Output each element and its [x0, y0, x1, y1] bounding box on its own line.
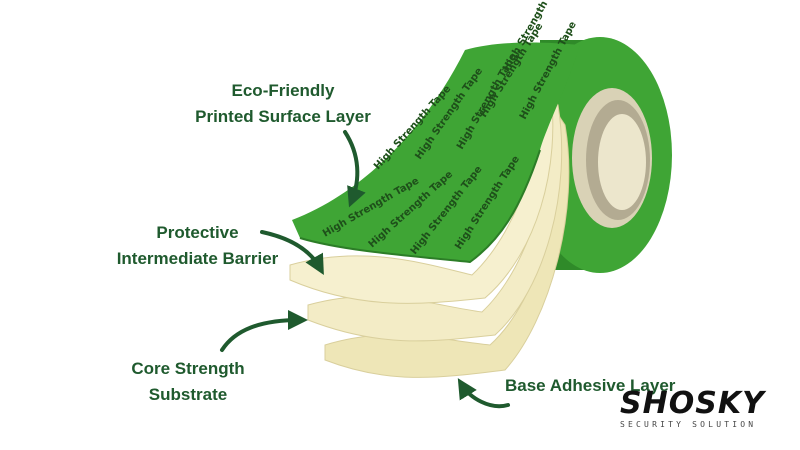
logo-wordmark: SHOSKY — [620, 386, 765, 421]
shosky-logo: SHOSKY SECURITY SOLUTION — [600, 386, 790, 430]
label-printed-surface-line1: Eco-Friendly — [231, 81, 335, 100]
tape-roll — [528, 37, 672, 273]
label-adhesive-text: Base Adhesive Layer — [505, 376, 676, 395]
logo-tagline: SECURITY SOLUTION — [620, 420, 757, 429]
label-substrate-line2: Substrate — [148, 385, 228, 404]
label-adhesive: Base Adhesive Layer — [505, 373, 705, 399]
label-barrier-line2: Intermediate Barrier — [116, 249, 279, 268]
arrow-substrate — [220, 310, 308, 352]
label-barrier: Protective Intermediate Barrier — [90, 220, 305, 272]
arrow-printed-surface — [343, 130, 366, 208]
arrow-adhesive — [457, 378, 510, 409]
label-substrate-line1: Core Strength — [131, 359, 245, 378]
arrow-barrier — [260, 230, 324, 275]
callout-arrows — [220, 130, 510, 409]
label-substrate: Core Strength Substrate — [108, 356, 268, 408]
label-printed-surface-line2: Printed Surface Layer — [195, 107, 371, 126]
layer-core-substrate — [307, 89, 563, 342]
label-printed-surface: Eco-Friendly Printed Surface Layer — [168, 78, 398, 130]
layer-base-adhesive — [324, 109, 570, 378]
label-barrier-line1: Protective — [156, 223, 239, 242]
